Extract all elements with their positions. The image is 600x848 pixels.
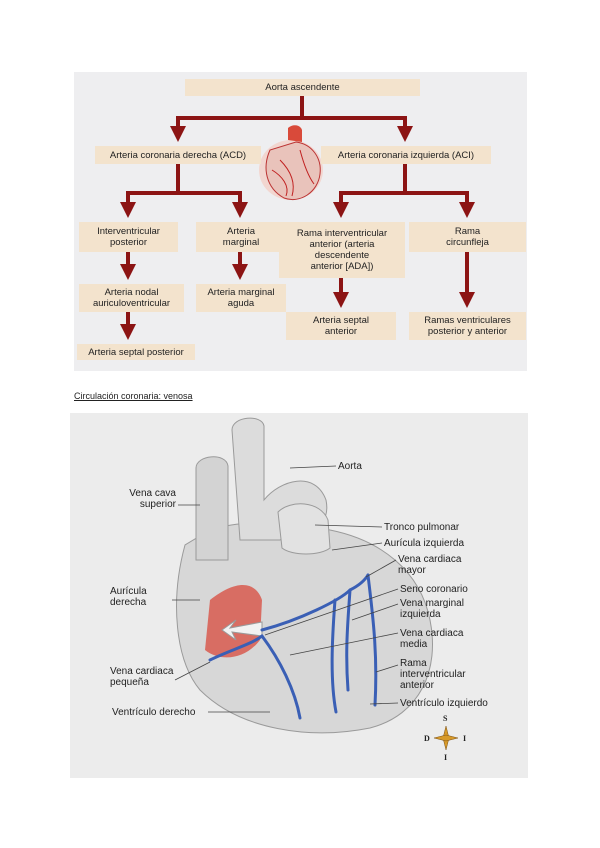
box-marginal-aguda: Arteria marginal aguda (196, 284, 286, 312)
box-interventricular-posterior: Interventricular posterior (79, 222, 178, 252)
arrow-acd-marginal (178, 191, 248, 218)
box-rama-interventricular-anterior: Rama interventricular anterior (arteria … (279, 222, 405, 278)
label-aorta: Aorta (338, 461, 362, 472)
flow-arrows (120, 95, 475, 340)
label-auricula-izquierda: Aurícula izquierda (384, 538, 465, 549)
box-septal-anterior: Arteria septal anterior (286, 312, 396, 340)
box-acd: Arteria coronaria derecha (ACD) (95, 146, 261, 164)
arrow-aci-iva (333, 164, 407, 218)
label-ventriculo-izquierdo: Ventrículo izquierdo (400, 698, 488, 709)
label-seno-coronario: Seno coronario (400, 584, 468, 595)
compass-i-right: I (463, 734, 467, 743)
middle-cardiac-vein (260, 634, 302, 720)
box-septal-posterior: Arteria septal posterior (77, 344, 195, 360)
label-vena-cava-superior: Vena cava superior (129, 488, 176, 510)
box-rama-circunfleja: Rama circunfleja (409, 222, 526, 252)
superior-vena-cava (195, 456, 229, 561)
compass-i-bottom: I (444, 753, 448, 762)
anterior-interventricular-branch (366, 573, 378, 707)
label-vena-cardiaca-pequena: Vena cardiaca pequeña (110, 666, 174, 688)
compass-s: S (443, 714, 448, 723)
arrow-aorta-aci (302, 116, 413, 142)
compass-rose (433, 725, 459, 751)
label-vena-cardiaca-mayor: Vena cardiaca mayor (398, 554, 462, 576)
box-arteria-marginal: Arteria marginal (196, 222, 286, 252)
box-aci: Arteria coronaria izquierda (ACI) (321, 146, 491, 164)
lv-branch (330, 598, 338, 714)
left-marginal-vein (345, 588, 352, 692)
arrow-aci-circ (405, 191, 475, 218)
label-tronco-pulmonar: Tronco pulmonar (384, 522, 460, 533)
box-aorta-ascendente: Aorta ascendente (185, 79, 420, 96)
label-auricula-derecha: Aurícula derecha (110, 586, 147, 608)
box-ramas-ventriculares: Ramas ventriculares posterior y anterior (409, 312, 526, 340)
compass-d: D (424, 734, 430, 743)
arrow-aorta-split (170, 95, 304, 142)
heart-illustration (259, 125, 323, 200)
label-rama-interventricular-anterior: Rama interventricular anterior (400, 658, 466, 691)
venous-section-title: Circulación coronaria: venosa (74, 391, 193, 401)
label-ventriculo-derecho: Ventrículo derecho (112, 707, 196, 718)
arrow-acd-ivp (120, 164, 180, 218)
label-vena-cardiaca-media: Vena cardiaca media (400, 628, 464, 650)
small-cardiac-vein (208, 634, 264, 662)
box-arteria-nodal: Arteria nodal auriculoventricular (79, 284, 184, 312)
pulmonary-trunk (277, 503, 331, 555)
coronary-sinus-arrow (221, 619, 263, 641)
label-vena-marginal-izquierda: Vena marginal izquierda (400, 598, 464, 620)
